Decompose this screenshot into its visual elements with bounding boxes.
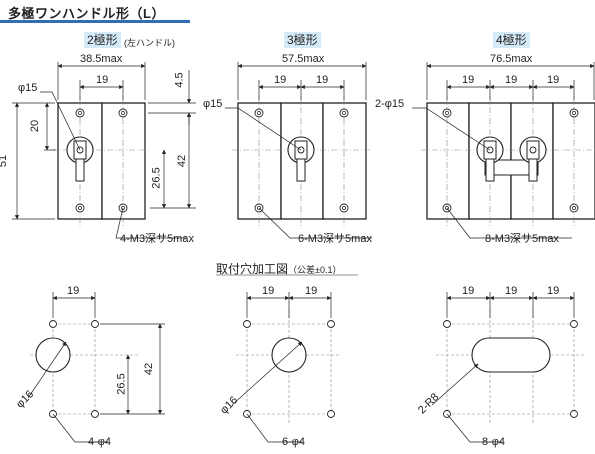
- callout-two-pole-screws: 4-M3深サ5max: [120, 233, 194, 245]
- dim-two-pole-pitch: 19: [96, 74, 109, 86]
- mounting-three-pole: [231, 292, 340, 443]
- dim-mount-four-pitch-a: 19: [462, 285, 475, 297]
- four-pole-switch: [412, 62, 595, 239]
- dim-three-pole-pitch-b: 19: [316, 74, 329, 86]
- page-title-text: 多極ワンハンドル形（L）: [8, 6, 165, 21]
- dim-mount-three-pitch-a: 19: [262, 285, 275, 297]
- section-mounting-title: 取付穴加工図（公差±0.1）: [216, 260, 341, 277]
- callout-two-pole-diameter: φ15: [18, 82, 38, 94]
- dim-mount-four-pitch-c: 19: [547, 285, 560, 297]
- tag-four-pole: 4極形: [493, 32, 530, 48]
- section-mounting-label: 取付穴加工図: [216, 262, 289, 276]
- dim-two-pole-hole-v: 26.5: [150, 167, 163, 189]
- two-pole-switch: [12, 62, 196, 239]
- dim-four-pole-width: 76.5max: [490, 53, 533, 65]
- dim-four-pole-pitch-a: 19: [462, 74, 475, 86]
- dim-two-pole-top-offset: 4.5: [173, 72, 186, 88]
- callout-three-pole-diameter: φ15: [203, 98, 223, 110]
- left-handle-note: (左ハンドル): [124, 38, 175, 48]
- title-underline: [0, 20, 190, 23]
- dim-mount-two-pitch: 19: [67, 285, 80, 297]
- dim-mount-two-hole-v: 26.5: [115, 373, 128, 395]
- three-pole-switch: [225, 62, 372, 239]
- callout-mount-three-holes: 6-φ4: [282, 436, 306, 448]
- callout-three-pole-screws: 6-M3深サ5max: [298, 233, 372, 245]
- dim-mount-four-pitch-b: 19: [505, 285, 518, 297]
- dim-three-pole-width: 57.5max: [282, 53, 325, 65]
- dim-three-pole-pitch-a: 19: [274, 74, 287, 86]
- callout-mount-two-holes: 4-φ4: [88, 436, 112, 448]
- dim-two-pole-hole-span: 42: [176, 154, 189, 168]
- callout-four-pole-diameter: 2-φ15: [375, 98, 405, 110]
- callout-four-pole-screws: 8-M3深サ5max: [485, 233, 559, 245]
- mounting-two-pole: [27, 292, 165, 443]
- dim-two-pole-handle-offset: 20: [29, 119, 42, 133]
- mounting-four-pole: [431, 292, 585, 443]
- page-title: 多極ワンハンドル形（L）: [0, 0, 190, 24]
- tag-three-pole: 3極形: [284, 32, 321, 48]
- tag-two-pole: 2極形: [84, 32, 121, 48]
- dim-four-pole-pitch-b: 19: [505, 74, 518, 86]
- dim-two-pole-width: 38.5max: [80, 53, 123, 65]
- callout-mount-four-holes: 8-φ4: [482, 436, 506, 448]
- section-tolerance: （公差±0.1）: [288, 265, 342, 275]
- dim-mount-two-hole-span: 42: [143, 362, 156, 376]
- dim-four-pole-pitch-c: 19: [547, 74, 560, 86]
- dim-two-pole-height: 51: [0, 154, 10, 168]
- dim-mount-three-pitch-b: 19: [305, 285, 318, 297]
